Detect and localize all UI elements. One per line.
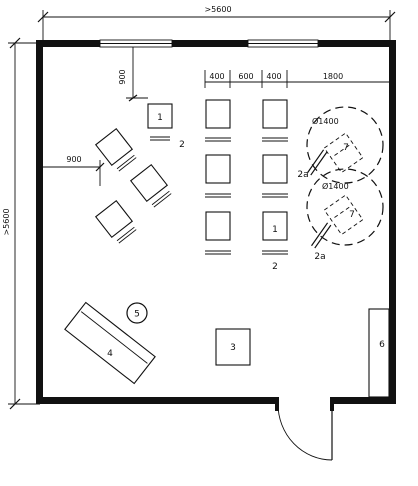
dim-col-a: 400 <box>209 72 224 81</box>
circle-7-upper-label: 7 <box>343 143 349 153</box>
circle-lower-label: Ø1400 <box>322 181 349 191</box>
window-left <box>99 39 173 48</box>
window-offset-dimension: 900 <box>118 47 148 102</box>
left-dimension: >5600 <box>2 37 40 410</box>
desk-top-left: 1 2 <box>147 103 185 150</box>
dim-col-b: 600 <box>238 72 253 81</box>
top-dimension: >5600 <box>37 5 396 40</box>
table-4-label: 4 <box>107 349 113 359</box>
angled-desk-2 <box>129 163 172 208</box>
table-3: 3 <box>215 328 251 366</box>
table-3-label: 3 <box>230 343 236 353</box>
chair-grid-label: 2 <box>272 262 278 272</box>
circle-7-lower-label: 7 <box>349 210 355 220</box>
left-dimension-label: >5600 <box>2 208 11 235</box>
table-4 <box>64 301 156 385</box>
cabinet-6-label: 6 <box>379 340 385 350</box>
item-5: 5 <box>126 302 148 324</box>
chair-2a-lower-label: 2a <box>314 252 325 262</box>
dim-col-c: 400 <box>266 72 281 81</box>
chair-top-left-label: 2 <box>179 140 185 150</box>
grid-column-dimensions: 400 600 400 1800 <box>204 70 390 88</box>
turning-circle-upper: Ø1400 7 2a <box>297 106 384 184</box>
item-5-label: 5 <box>134 310 140 320</box>
window-offset-label: 900 <box>118 69 127 84</box>
circle-upper-label: Ø1400 <box>312 116 339 126</box>
top-dimension-label: >5600 <box>204 5 231 14</box>
angled-desk-1 <box>94 127 137 172</box>
wall-offset-dimension: 900 <box>43 155 105 186</box>
dim-col-d: 1800 <box>323 72 343 81</box>
cabinet-6: 6 <box>368 308 390 398</box>
wall-offset-label: 900 <box>66 155 81 164</box>
window-right <box>247 39 319 48</box>
desk-grid-label: 1 <box>272 225 278 235</box>
chair-2a-upper-label: 2a <box>297 170 308 180</box>
desk-grid: 1 2 <box>205 99 288 272</box>
desk-top-left-label: 1 <box>157 113 163 123</box>
angled-desk-3 <box>94 199 137 244</box>
door <box>277 403 333 461</box>
turning-circle-lower: Ø1400 7 2a <box>306 168 384 262</box>
